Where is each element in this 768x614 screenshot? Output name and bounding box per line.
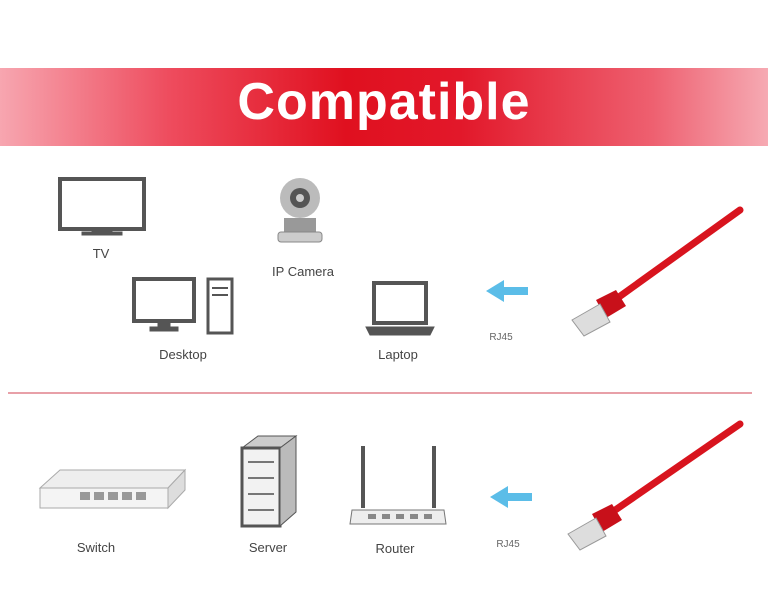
- server-label: Server: [248, 540, 288, 555]
- rj45-cable-icon: [567, 420, 744, 551]
- tv-label: TV: [92, 246, 110, 261]
- switch-label: Switch: [76, 540, 116, 555]
- banner-title: Compatible: [237, 73, 531, 131]
- laptop-label: Laptop: [378, 347, 418, 362]
- arrow-left-icon: [490, 486, 532, 508]
- rj45-label-bottom: RJ45: [496, 539, 520, 550]
- rj45-cable-icon: [571, 206, 744, 337]
- router-label: Router: [375, 541, 415, 556]
- banner: [0, 68, 768, 146]
- desktop-icon: [132, 277, 234, 335]
- router-icon: [349, 446, 447, 525]
- server-icon: [240, 435, 298, 528]
- rj45-label-top: RJ45: [489, 332, 513, 343]
- ip-camera-icon: [277, 178, 323, 243]
- laptop-icon: [365, 281, 435, 336]
- divider: [8, 392, 752, 394]
- switch-icon: [38, 468, 187, 510]
- tv-icon: [58, 177, 146, 236]
- arrow-left-icon: [486, 280, 528, 302]
- ip-camera-label: IP Camera: [272, 264, 334, 279]
- desktop-label: Desktop: [159, 347, 207, 362]
